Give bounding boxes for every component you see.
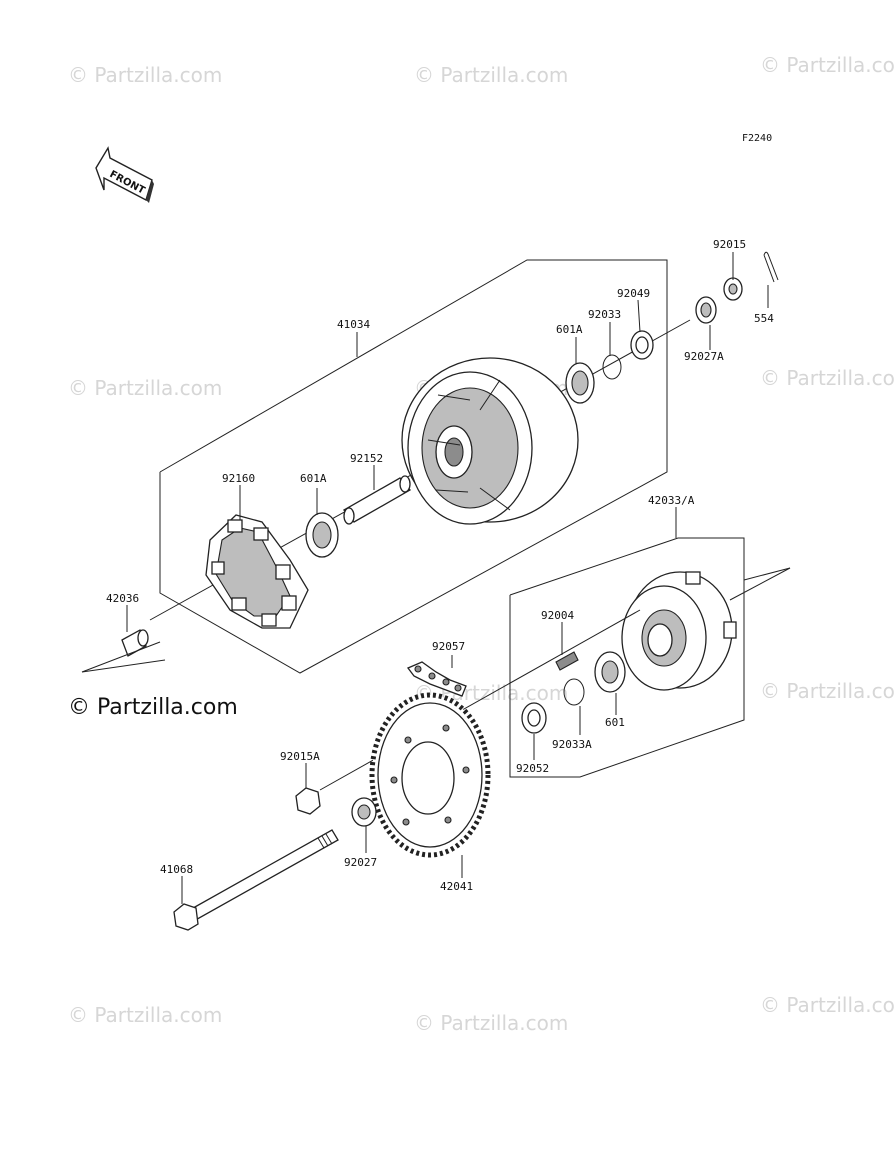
coupling-42033a [621, 571, 737, 691]
nut-92015 [723, 277, 743, 301]
watermark: © Partzilla.com [760, 679, 894, 703]
chain-92057 [406, 661, 467, 697]
bearing-601a-top [565, 362, 595, 404]
seal-92052 [521, 702, 547, 734]
label-41068: 41068 [160, 863, 193, 876]
label-42033a: 42033/A [648, 494, 695, 507]
watermark: © Partzilla.com [760, 366, 894, 390]
collar-92027a [695, 296, 717, 324]
circlip-92033a [563, 678, 585, 706]
main-watermark: © Partzilla.com [68, 695, 238, 720]
label-42036: 42036 [106, 592, 139, 605]
diagram-code: F2240 [742, 133, 772, 144]
damper-92160 [205, 514, 309, 629]
watermark: © Partzilla.com [68, 1003, 222, 1027]
watermark: © Partzilla.com [414, 1011, 568, 1035]
collar-92027 [351, 797, 377, 827]
lower-assembly-box [509, 537, 791, 778]
label-92052: 92052 [516, 762, 549, 775]
label-92004: 92004 [541, 609, 574, 622]
axle-41068 [173, 829, 339, 931]
watermark: © Partzilla.com [68, 63, 222, 87]
sprocket-42041 [369, 692, 491, 858]
front-arrow-icon: FRONT [95, 146, 154, 203]
rear-wheel [401, 357, 579, 525]
label-601: 601 [605, 716, 625, 729]
watermarks: © Partzilla.com © Partzilla.com © Partzi… [68, 53, 894, 1035]
cotter-pin-554 [763, 251, 779, 283]
leader-lines [126, 252, 769, 904]
watermark: © Partzilla.com [760, 53, 894, 77]
nut-92015a [295, 787, 321, 815]
label-92033: 92033 [588, 308, 621, 321]
collar-42036 [121, 629, 149, 657]
label-92049: 92049 [617, 287, 650, 300]
upper-assembly-box [159, 259, 668, 674]
label-554: 554 [754, 312, 774, 325]
circlip-92033 [602, 354, 622, 380]
label-92160: 92160 [222, 472, 255, 485]
label-41034: 41034 [337, 318, 370, 331]
label-92027a: 92027A [684, 350, 724, 363]
label-92015: 92015 [713, 238, 746, 251]
watermark: © Partzilla.com [68, 376, 222, 400]
watermark: © Partzilla.com [414, 63, 568, 87]
label-92027: 92027 [344, 856, 377, 869]
label-92057: 92057 [432, 640, 465, 653]
label-601a-top: 601A [556, 323, 583, 336]
label-92033a: 92033A [552, 738, 592, 751]
part-labels: 41034 92015 554 92049 92033 601A 92027A … [106, 238, 774, 893]
label-92152: 92152 [350, 452, 383, 465]
label-601a-mid: 601A [300, 472, 327, 485]
stud-92004 [555, 651, 579, 671]
bearing-601a-mid [305, 512, 339, 558]
label-42041: 42041 [440, 880, 473, 893]
spacer-92152 [343, 475, 411, 525]
watermark: © Partzilla.com [760, 993, 894, 1017]
bearing-601 [594, 651, 626, 693]
label-92015a: 92015A [280, 750, 320, 763]
seal-92049 [630, 330, 654, 360]
